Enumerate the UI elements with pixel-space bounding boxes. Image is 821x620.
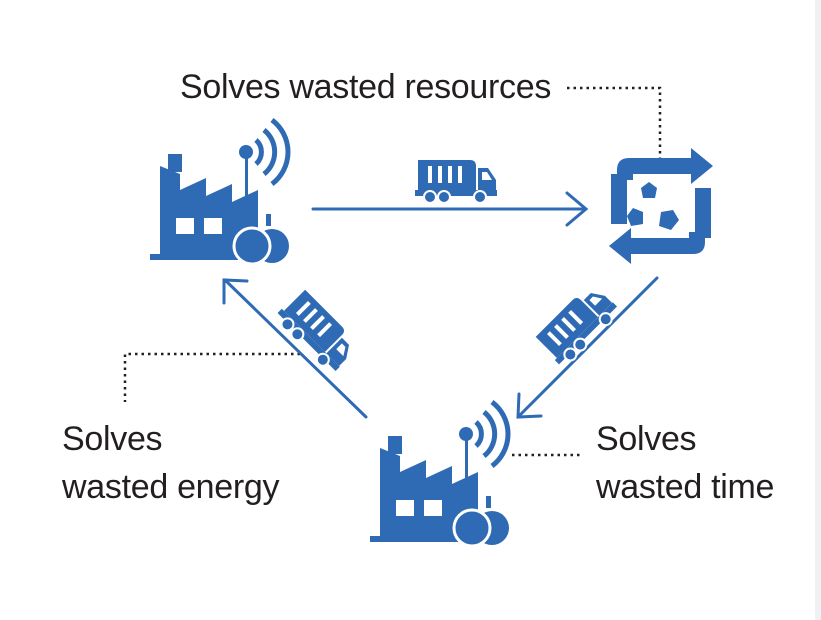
arrow-right (516, 276, 659, 419)
factory-bottom-icon (370, 402, 509, 546)
truck-top-icon (414, 159, 498, 204)
label-wasted-energy-line2: wasted energy (62, 468, 280, 506)
label-wasted-energy-line1: Solves (62, 420, 163, 458)
truck-left-icon (271, 286, 363, 377)
right-edge-strip (815, 0, 821, 620)
leader-line-energy (123, 352, 300, 402)
label-wasted-resources: Solves wasted resources (180, 68, 552, 106)
label-wasted-time-line2: wasted time (596, 468, 775, 506)
leader-line-resources (567, 86, 662, 160)
arrow-left (222, 278, 368, 419)
label-wasted-time-line1: Solves (596, 420, 697, 458)
recycle-icon (609, 148, 713, 264)
arrow-top (311, 191, 589, 227)
factory-top-icon (150, 120, 289, 264)
